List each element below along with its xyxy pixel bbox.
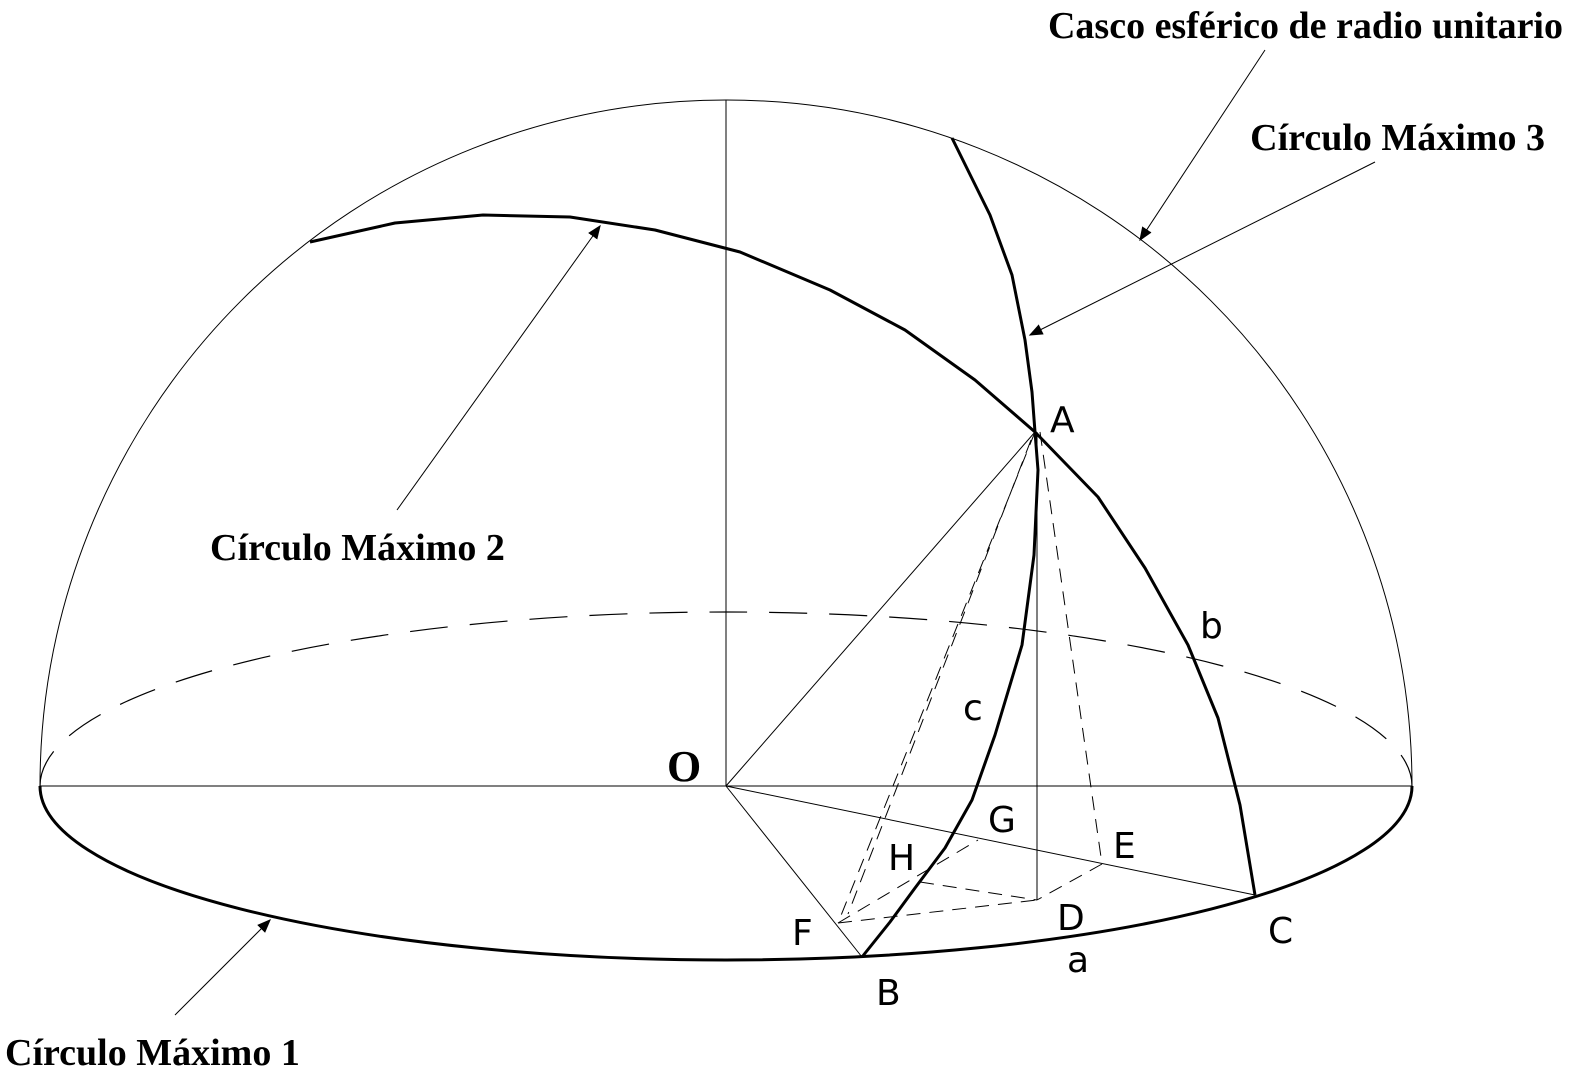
label-shell: Casco esférico de radio unitario	[1048, 5, 1563, 47]
arc-b: b	[1200, 606, 1223, 647]
dashed-AF-2	[847, 439, 1032, 915]
dashed-ED	[1036, 863, 1103, 901]
point-C: C	[1268, 911, 1293, 952]
dashed-AF	[837, 431, 1036, 924]
point-G: G	[988, 800, 1016, 841]
radius-OA	[725, 431, 1036, 787]
arc-c: c	[963, 688, 983, 729]
arrow-circle-2	[396, 224, 601, 511]
dashed-HD	[919, 881, 1038, 901]
arrow-circle-1	[174, 919, 271, 1016]
great-circle-3	[860, 137, 1040, 958]
great-circle-2	[309, 213, 1257, 896]
great-circle-1-front	[38, 785, 1414, 962]
label-circle-2: Círculo Máximo 2	[210, 527, 505, 569]
label-circle-1: Círculo Máximo 1	[5, 1032, 300, 1074]
arrow-circle-3	[1028, 161, 1376, 336]
point-H: H	[888, 838, 915, 879]
arc-a: a	[1067, 940, 1089, 981]
label-origin: O	[667, 742, 701, 791]
point-A: A	[1050, 400, 1075, 441]
dashed-FG	[837, 839, 979, 924]
dashed-FD	[837, 899, 1038, 924]
radius-OC	[725, 785, 1256, 896]
point-E: E	[1113, 826, 1136, 867]
label-circle-3: Círculo Máximo 3	[1250, 117, 1545, 159]
point-D: D	[1057, 898, 1085, 939]
point-F: F	[792, 913, 813, 954]
point-B: B	[876, 973, 901, 1014]
radius-OB	[725, 785, 863, 958]
dashed-AE	[1039, 431, 1103, 865]
arrow-shell	[1139, 49, 1266, 242]
